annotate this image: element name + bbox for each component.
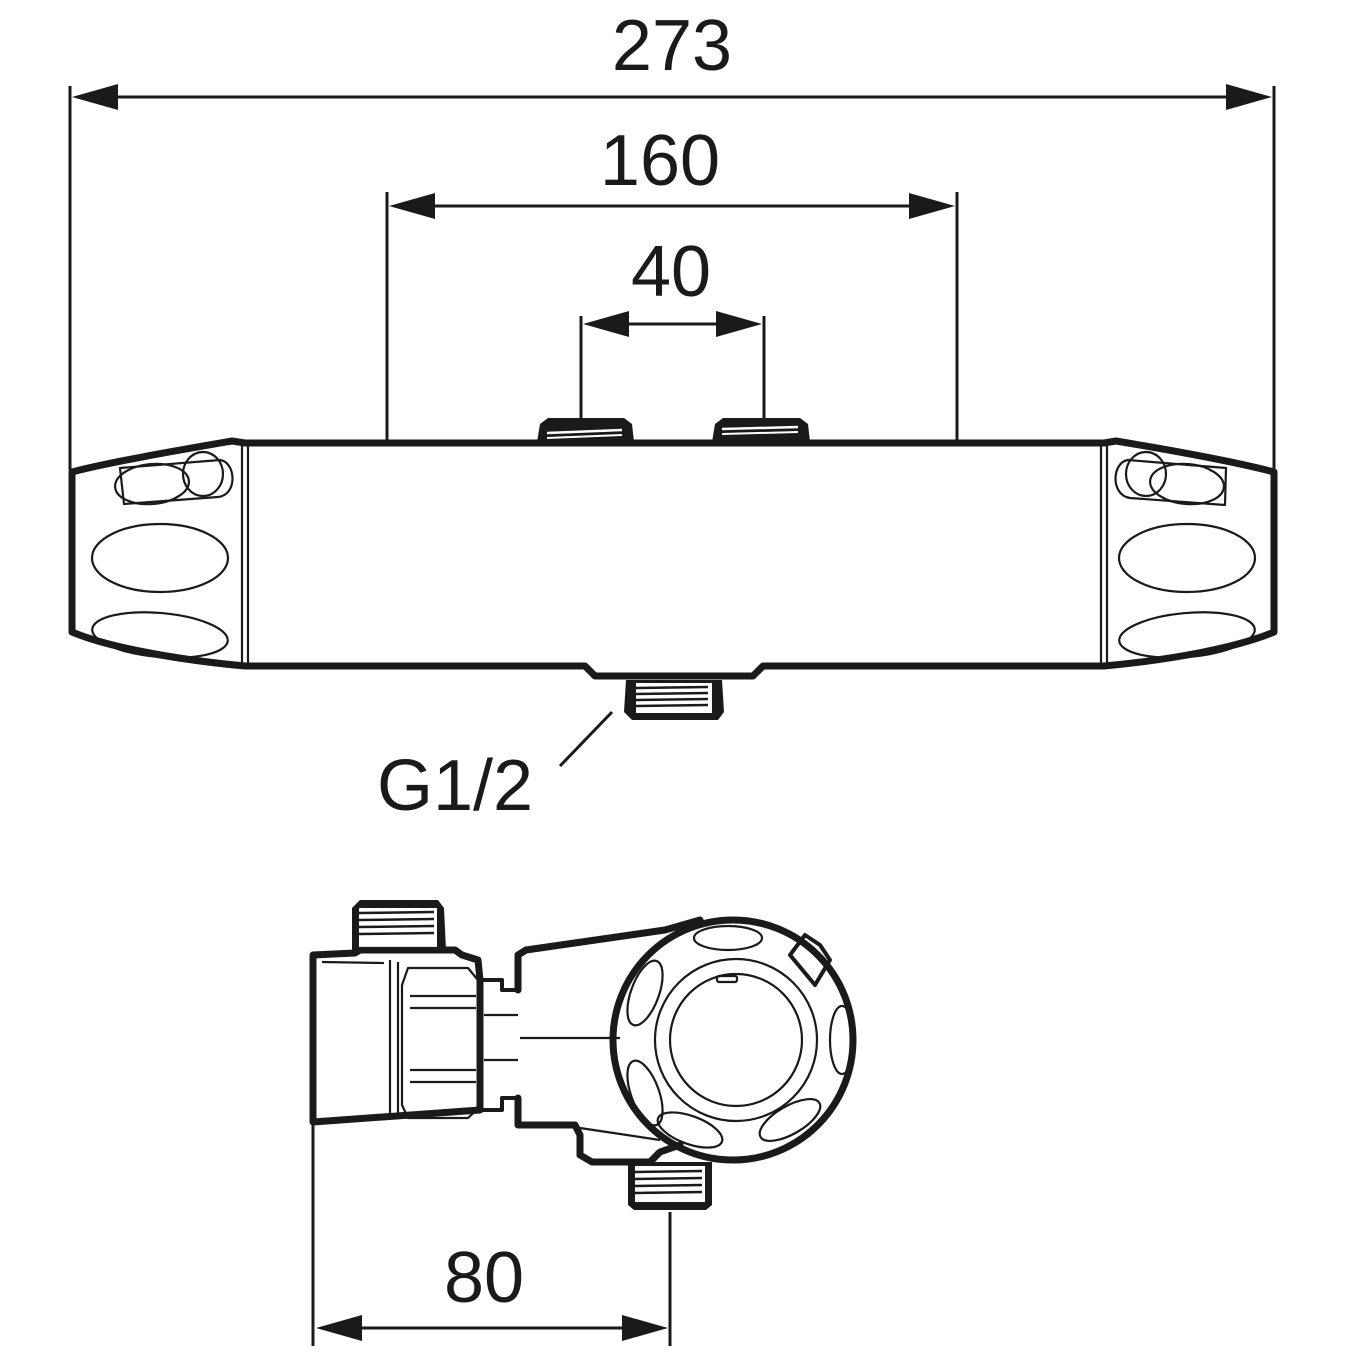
arrow-left-icon [72, 84, 118, 110]
side-inlet-thread [352, 900, 446, 950]
temperature-handle [609, 916, 857, 1164]
front-view: G1/2 [68, 418, 1278, 826]
leader-line [558, 710, 614, 768]
inlet-connector-right [712, 418, 810, 442]
callout-g12: G1/2 [377, 710, 614, 826]
arrow-left-icon [583, 311, 629, 337]
callout-label-thread: G1/2 [377, 746, 533, 826]
right-handle [1100, 437, 1278, 670]
wall-connector [309, 946, 484, 1126]
dimension-label-80: 80 [444, 1238, 524, 1318]
arrow-right-icon [622, 1315, 668, 1341]
arrow-right-icon [716, 311, 762, 337]
neck [482, 978, 518, 1112]
inlet-connector-left [537, 418, 634, 442]
dimension-80: 80 [311, 1125, 672, 1346]
arrow-right-icon [909, 193, 955, 219]
arrow-left-icon [389, 193, 435, 219]
outlet-thread [624, 680, 724, 720]
dimension-label-40: 40 [631, 232, 711, 312]
mixer-body [240, 439, 1109, 680]
dimension-273: 273 [68, 6, 1276, 470]
hex-nut [400, 966, 484, 1120]
side-view: 80 [309, 900, 857, 1346]
left-handle [68, 437, 249, 670]
indicator-mark [715, 974, 739, 984]
arrow-left-icon [316, 1315, 362, 1341]
dimension-label-273: 273 [612, 6, 732, 86]
dimension-40: 40 [579, 232, 766, 418]
arrow-right-icon [1226, 84, 1272, 110]
side-body [514, 916, 704, 1166]
safety-button [788, 933, 832, 987]
side-outlet-thread [628, 1162, 712, 1210]
dimension-160: 160 [385, 121, 959, 442]
dimension-label-160: 160 [600, 121, 720, 201]
